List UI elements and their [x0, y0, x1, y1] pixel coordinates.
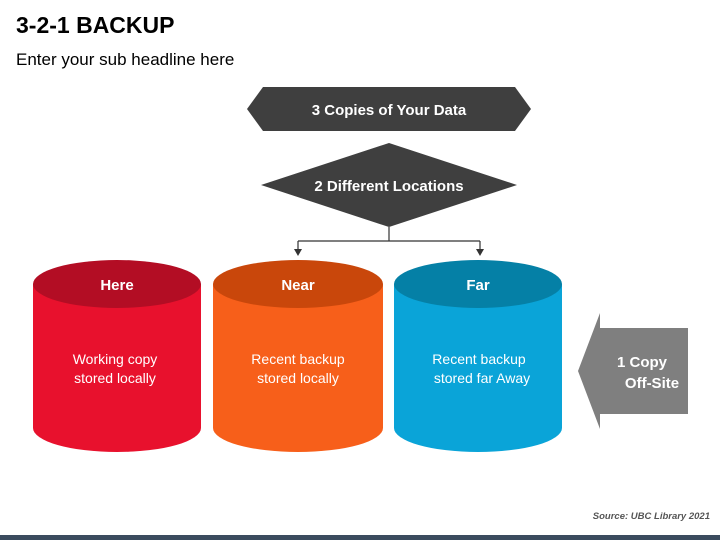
arrowhead-far: [476, 249, 484, 256]
cylinder-near-line2: stored locally: [257, 370, 339, 386]
cylinder-near-body: [213, 284, 383, 452]
cylinder-far-body: [394, 284, 562, 452]
cylinder-far-line1: Recent backup: [432, 351, 526, 367]
source-note: Source: UBC Library 2021: [592, 511, 710, 522]
cylinder-near-line1: Recent backup: [251, 351, 345, 367]
cylinder-here: Here Working copy stored locally: [33, 260, 201, 452]
cylinder-far-top: [394, 260, 562, 308]
cylinder-far-heading: Far: [466, 277, 490, 294]
cylinder-far: Far Recent backup stored far Away: [394, 260, 562, 452]
offsite-arrow: [578, 313, 688, 429]
connector: [297, 227, 481, 250]
cylinder-near-heading: Near: [281, 277, 315, 294]
offsite-line2: Off-Site: [625, 375, 679, 392]
copies-banner: [247, 87, 531, 131]
arrowhead-near: [294, 249, 302, 256]
locations-diamond: [261, 143, 517, 227]
copies-label: 3 Copies of Your Data: [312, 102, 467, 119]
cylinder-here-top: [33, 260, 201, 308]
cylinder-near: Near Recent backup stored locally: [213, 260, 383, 452]
cylinder-near-top: [213, 260, 383, 308]
page-title: 3-2-1 BACKUP: [16, 12, 175, 38]
page-subtitle: Enter your sub headline here: [16, 50, 235, 69]
cylinder-here-heading: Here: [100, 277, 133, 294]
offsite-line1: 1 Copy: [617, 354, 668, 371]
bottom-bar: [0, 535, 720, 540]
locations-label: 2 Different Locations: [314, 178, 463, 195]
cylinder-far-line2: stored far Away: [434, 370, 530, 386]
cylinder-here-body: [33, 284, 201, 452]
cylinder-here-line1: Working copy: [73, 351, 158, 367]
cylinder-here-line2: stored locally: [74, 370, 156, 386]
